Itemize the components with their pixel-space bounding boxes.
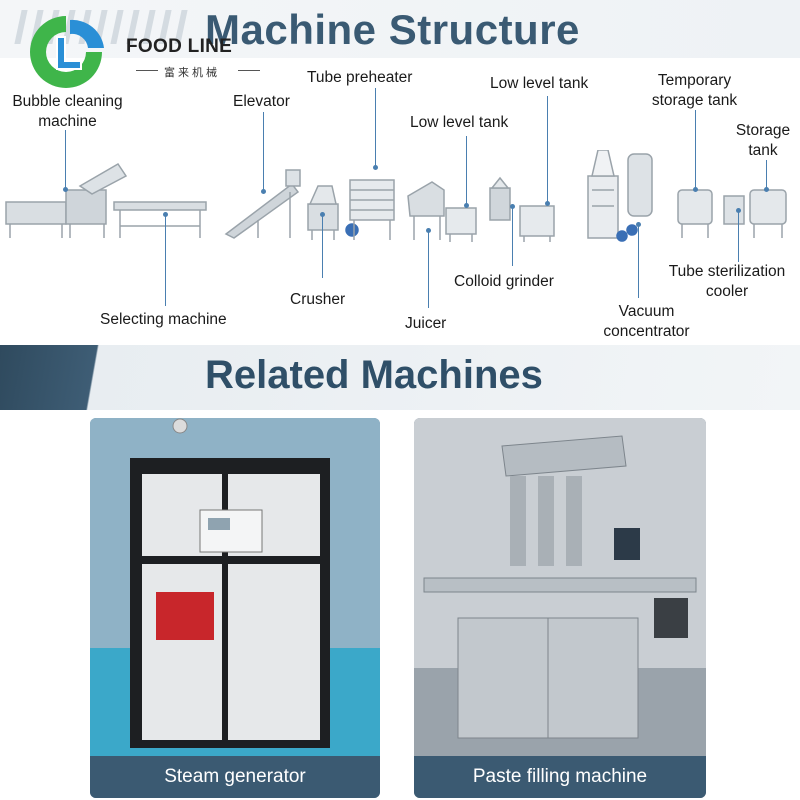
label-colloid-grinder: Colloid grinder [454, 273, 554, 290]
label-storage-tank-line2: tank [748, 142, 778, 159]
pointer-elevator [263, 112, 264, 192]
pointer-dot [163, 212, 168, 217]
label-juicer: Juicer [405, 315, 447, 332]
logo-brand-text: FOOD LINE [126, 36, 233, 57]
related-machines-title: Related Machines [205, 353, 543, 397]
label-temporary-storage-line1: Temporary [657, 72, 732, 89]
pointer-dot [63, 187, 68, 192]
label-bubble-cleaning-line1: Bubble cleaning [12, 93, 123, 110]
paste-filling-caption: Paste filling machine [414, 756, 706, 798]
paste-filling-card[interactable]: Paste filling machine [414, 418, 706, 798]
label-storage-tank-line1: Storage [735, 122, 791, 139]
pointer-dot [764, 187, 769, 192]
label-storage-tank: Storage tank [726, 121, 800, 161]
pointer-temporary-storage [695, 110, 696, 190]
pointer-low-level-tank-1 [466, 136, 467, 206]
pointer-juicer [428, 230, 429, 308]
steam-generator-caption: Steam generator [90, 756, 380, 798]
label-crusher: Crusher [290, 291, 346, 308]
pointer-tube-sterilization [738, 210, 739, 262]
pointer-dot [510, 204, 515, 209]
logo-divider-right [238, 70, 260, 71]
pointer-dot [373, 165, 378, 170]
logo-chinese-text: 富来机械 [164, 67, 220, 79]
label-temporary-storage: Temporary storage tank [632, 71, 757, 111]
production-line-illustration [5, 150, 787, 242]
pointer-selecting [165, 214, 166, 306]
label-bubble-cleaning: Bubble cleaning machine [0, 92, 135, 132]
pointer-dot [693, 187, 698, 192]
label-tube-preheater: Tube preheater [307, 69, 413, 86]
pointer-tube-preheater [375, 88, 376, 168]
pointer-dot [261, 189, 266, 194]
structure-title: Machine Structure [205, 6, 580, 53]
pointer-bubble-cleaning [65, 130, 66, 190]
logo-divider-left [136, 70, 158, 71]
label-vacuum-concentrator-line2: concentrator [603, 323, 690, 340]
label-selecting: Selecting machine [100, 311, 227, 328]
label-low-level-tank-1: Low level tank [410, 114, 509, 131]
label-elevator: Elevator [233, 93, 290, 110]
pointer-low-level-tank-2 [547, 96, 548, 204]
pointer-storage-tank [766, 160, 767, 190]
pointer-dot [320, 212, 325, 217]
food-line-logo-icon [30, 16, 104, 88]
pointer-dot [736, 208, 741, 213]
label-low-level-tank-2: Low level tank [490, 75, 589, 92]
machine-structure-section: Machine Structure FOOD LINE 富来机械 [0, 0, 800, 345]
pointer-dot [426, 228, 431, 233]
pointer-colloid-grinder [512, 206, 513, 266]
pointer-dot [545, 201, 550, 206]
related-machines-banner [0, 345, 800, 410]
label-vacuum-concentrator-line1: Vacuum [618, 303, 675, 320]
pointer-vacuum-concentrator [638, 224, 639, 298]
label-tube-sterilization: Tube sterilization cooler [654, 262, 800, 302]
steam-generator-card[interactable]: Steam generator [90, 418, 380, 798]
structure-title-banner [0, 0, 800, 58]
label-tube-sterilization-line2: cooler [705, 283, 749, 300]
steam-generator-image [90, 418, 380, 756]
pointer-dot [636, 222, 641, 227]
label-tube-sterilization-line1: Tube sterilization [668, 263, 786, 280]
label-bubble-cleaning-line2: machine [38, 113, 97, 130]
pointer-crusher [322, 214, 323, 278]
label-vacuum-concentrator: Vacuum concentrator [584, 302, 709, 342]
pointer-dot [464, 203, 469, 208]
paste-filling-image [414, 418, 706, 756]
label-temporary-storage-line2: storage tank [651, 92, 738, 109]
